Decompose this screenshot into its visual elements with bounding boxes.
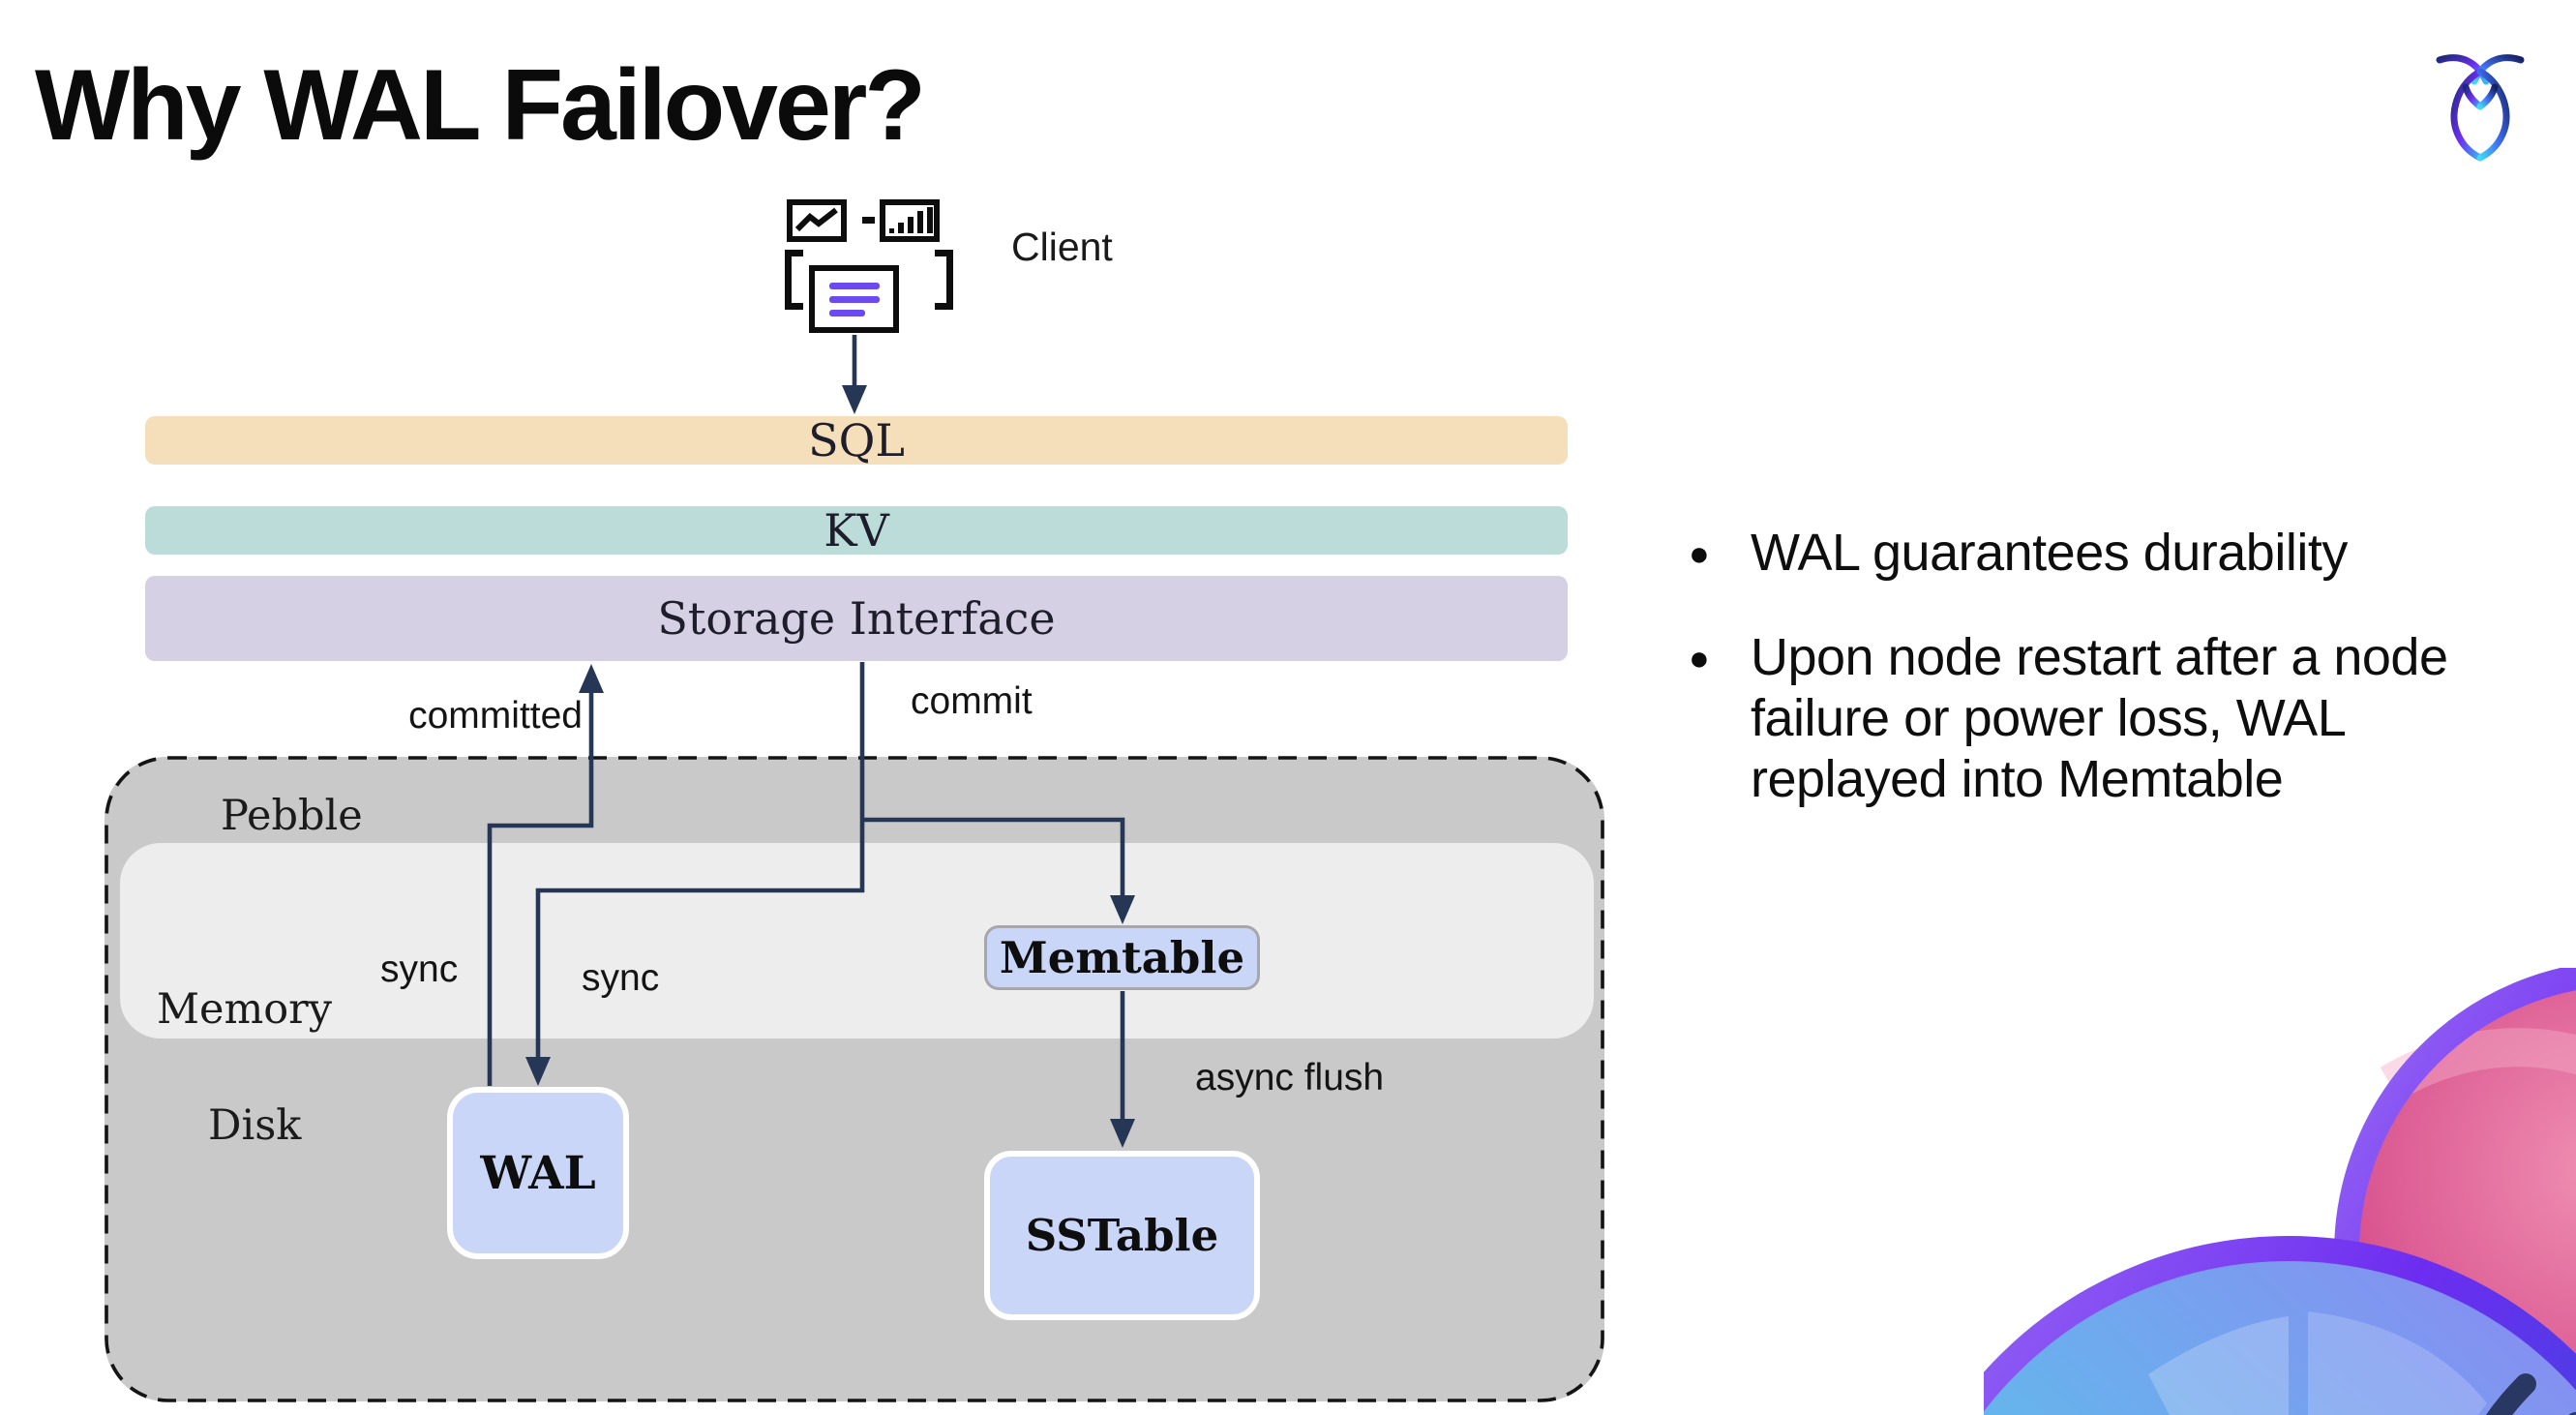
bullet-text: WAL guarantees durability	[1751, 524, 2348, 582]
layer-label-kv: KV	[824, 504, 889, 557]
layer-bar-kv: KV	[145, 504, 1568, 557]
layer-bar-storage: Storage Interface	[145, 576, 1568, 661]
bracket-left-icon	[785, 250, 803, 310]
bullet-item: ● Upon node restart after a node failure…	[1689, 627, 2521, 810]
bullet-dot: ●	[1689, 533, 1710, 573]
bullet-item: ● WAL guarantees durability	[1689, 523, 2521, 585]
edge-label-committed: committed	[408, 695, 583, 737]
node-wal-label: WAL	[480, 1146, 596, 1200]
node-sstable: SSTable	[984, 1151, 1260, 1320]
node-memtable: Memtable	[984, 925, 1260, 990]
bracket-right-icon	[935, 250, 953, 310]
client-label: Client	[1011, 225, 1113, 269]
bullet-dot: ●	[1689, 638, 1710, 677]
sql-statement-icon	[809, 265, 899, 333]
layer-label-storage: Storage Interface	[657, 592, 1056, 645]
cockroachdb-logo-icon	[2436, 54, 2525, 162]
corner-decoration	[1984, 968, 2576, 1415]
bullet-text: Upon node restart after a node failure o…	[1751, 628, 2448, 808]
arrowhead-client-to-sql	[842, 385, 867, 414]
pebble-label: Pebble	[221, 792, 363, 840]
layer-bar-sql: SQL	[145, 414, 1568, 467]
edge-label-sync-left: sync	[380, 948, 459, 990]
memory-region	[120, 843, 1594, 1039]
brand-art-icon	[1984, 968, 2576, 1415]
edge-label-async-flush: async flush	[1195, 1057, 1385, 1099]
line-chart-icon	[787, 199, 847, 242]
node-wal: WAL	[447, 1087, 629, 1259]
edge-label-commit: commit	[911, 680, 1033, 722]
bullet-list: ● WAL guarantees durability ● Upon node …	[1689, 523, 2521, 853]
disk-label: Disk	[208, 1101, 302, 1150]
layer-label-sql: SQL	[808, 414, 905, 467]
page-title: Why WAL Failover?	[35, 49, 926, 162]
arrowhead-committed	[579, 664, 604, 693]
memory-label: Memory	[157, 985, 332, 1034]
node-memtable-label: Memtable	[999, 932, 1245, 983]
client-icon	[780, 194, 958, 339]
edge-label-sync-right: sync	[582, 957, 660, 999]
dash-connector	[862, 217, 875, 224]
node-sstable-label: SSTable	[1025, 1210, 1219, 1261]
bar-chart-icon	[880, 199, 940, 242]
